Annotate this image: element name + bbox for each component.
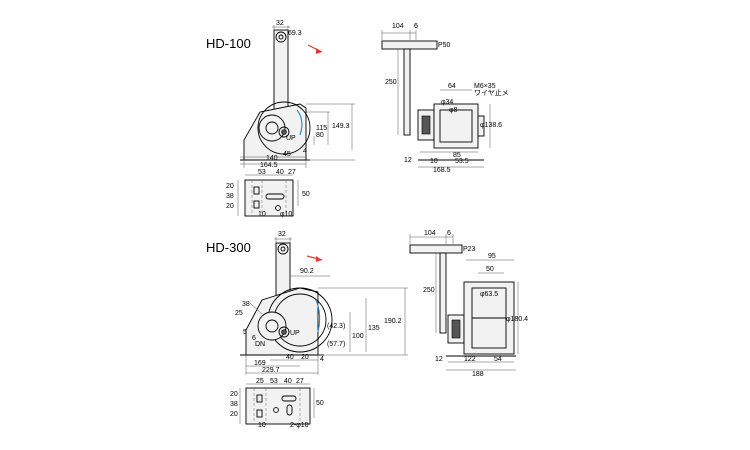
hd100-side-phi34: φ34 (441, 99, 453, 106)
hd100-dim-149-3: 149.3 (332, 123, 350, 130)
hd300-dim-135: 135 (368, 325, 380, 332)
hd300-side-50: 50 (486, 266, 494, 273)
hd300-dim-5: 5 (243, 329, 247, 336)
hd100-side-wire: ワイヤ止メ (474, 88, 509, 97)
hd300-base-phi10: 2-φ10 (290, 422, 309, 429)
hd100-side-104: 104 (392, 23, 404, 30)
hd100-base-38: 38 (226, 193, 234, 200)
hd300-base-20b: 20 (230, 411, 238, 418)
hd100-dim-164-5: 164.5 (260, 162, 278, 169)
hd100-side-view: 104 6 P50 250 64 M6×35 ワイヤ止メ φ34 φ8 φ138… (381, 23, 509, 174)
hd100-side-phi8: φ8 (449, 107, 458, 114)
hd100-gear (258, 114, 286, 142)
hd300-dim-90-2: 90.2 (300, 268, 314, 275)
hd100-base-20b: 20 (226, 203, 234, 210)
hd100-drum (257, 101, 311, 155)
hd100-handle-arm-side (403, 48, 411, 136)
hd100-dim-80: 80 (316, 132, 324, 139)
hd300-dim-57-7: (57.7) (327, 341, 345, 348)
hd100-side-250: 250 (385, 79, 397, 86)
hd300-side-104: 104 (424, 230, 436, 237)
hd100-handle-knob (275, 31, 287, 43)
hd100-base-40: 40 (276, 169, 284, 176)
hd100-base-50: 50 (302, 191, 310, 198)
hd300-base-10: 10 (258, 422, 266, 429)
hd100-side-12: 12 (404, 157, 412, 164)
hd300-dim-190-2: 190.2 (384, 318, 402, 325)
hd300-dim-20: 20 (301, 354, 309, 361)
hd300-dim-25: 25 (235, 310, 243, 317)
hd300-gear (257, 311, 287, 341)
hd100-base-20a: 20 (226, 183, 234, 190)
hd300-dim-32: 32 (278, 231, 286, 238)
hd100-side-phi138-6: φ138.6 (480, 122, 502, 129)
hd300-front-view: DN UP 32 90.2 38 25 5 6 190.2 135 100 (4… (235, 231, 408, 375)
hd100-up-label: UP (286, 135, 296, 142)
hd300-base-outline (245, 387, 311, 425)
model-title-hd300: HD-300 (206, 240, 251, 255)
hd300-base-plate: 25 53 40 27 20 38 20 50 10 2-φ10 (230, 378, 324, 429)
hd300-side-view: 104 6 P23 250 95 50 φ63.5 φ180.4 12 122 … (409, 230, 528, 378)
hd300-dim-229-7: 229.7 (262, 367, 280, 374)
hd300-side-188: 188 (472, 371, 484, 378)
hd100-side-10: 10 (430, 158, 438, 165)
hd100-base-53: 53 (258, 169, 266, 176)
hd300-dim-40: 40 (286, 354, 294, 361)
hd100-base-plate: 53 40 27 20 38 20 50 10 φ10 (226, 169, 310, 218)
hd100-base-10: 10 (258, 211, 266, 218)
hd100-dim-115: 115 (316, 125, 327, 132)
hd300-dim-169: 169 (254, 360, 266, 367)
hd100-drum-accent (296, 109, 303, 136)
hd300-base-20a: 20 (230, 391, 238, 398)
hd300-side-250: 250 (423, 287, 435, 294)
hd100-side-85: 85 (453, 152, 461, 159)
hd100-side-168-5: 168.5 (433, 167, 451, 174)
hd300-base-50: 50 (316, 400, 324, 407)
hd300-up-label: UP (290, 330, 300, 337)
hd300-side-6: 6 (447, 230, 451, 237)
hd300-base-53: 53 (270, 378, 278, 385)
hd100-side-6: 6 (414, 23, 418, 30)
hd100-side-m6: M6×35 (474, 83, 496, 90)
hd100-dim-32: 32 (276, 20, 284, 27)
hd100-dim-45: 45 (283, 151, 291, 158)
hd100-dim-4: 4 (303, 148, 307, 155)
hd300-base-25: 25 (256, 378, 264, 385)
hd300-dn-label: DN (255, 341, 265, 348)
hd300-side-54: 54 (494, 356, 502, 363)
hd100-side-64: 64 (448, 83, 456, 90)
hd100-base-27: 27 (288, 169, 296, 176)
hd100-handle-grip (381, 40, 438, 50)
model-title-hd100: HD-100 (206, 36, 251, 51)
hd300-drum-accent (315, 299, 321, 333)
hd100-dim-140: 140 (266, 155, 278, 162)
hd300-handle-knob (277, 243, 289, 255)
hd100-drum-side (433, 103, 479, 149)
hd100-side-53-5: 53.5 (455, 158, 469, 165)
hd300-dim-6: 6 (252, 335, 256, 342)
hd100-side-p50: P50 (438, 42, 451, 49)
hd300-side-phi63-5: φ63.5 (480, 291, 498, 298)
hd300-side-122: 122 (464, 356, 476, 363)
hd300-dim-100: 100 (352, 333, 364, 340)
hd300-handle-arm-side (439, 252, 447, 334)
hd300-base-38: 38 (230, 401, 238, 408)
hd100-dim-69-3: 69.3 (288, 30, 302, 37)
hd300-dim-38: 38 (242, 301, 250, 308)
hd100-front-view: UP 32 69.3 115 80 149.3 45 4 140 164.5 (240, 20, 355, 169)
hd300-side-95: 95 (488, 253, 496, 260)
hd100-base-phi10: φ10 (280, 211, 292, 218)
hd300-dim-4: 4 (320, 356, 324, 363)
hd300-side-phi180-4: φ180.4 (506, 316, 528, 323)
hd300-base-27: 27 (296, 378, 304, 385)
hd100-base-outline (244, 179, 294, 217)
hd300-handle-grip (409, 244, 463, 254)
hd300-side-12: 12 (435, 356, 443, 363)
hd300-base-40: 40 (284, 378, 292, 385)
hd300-dim-42-3: (42.3) (327, 323, 345, 330)
hd300-side-p23: P23 (463, 246, 476, 253)
